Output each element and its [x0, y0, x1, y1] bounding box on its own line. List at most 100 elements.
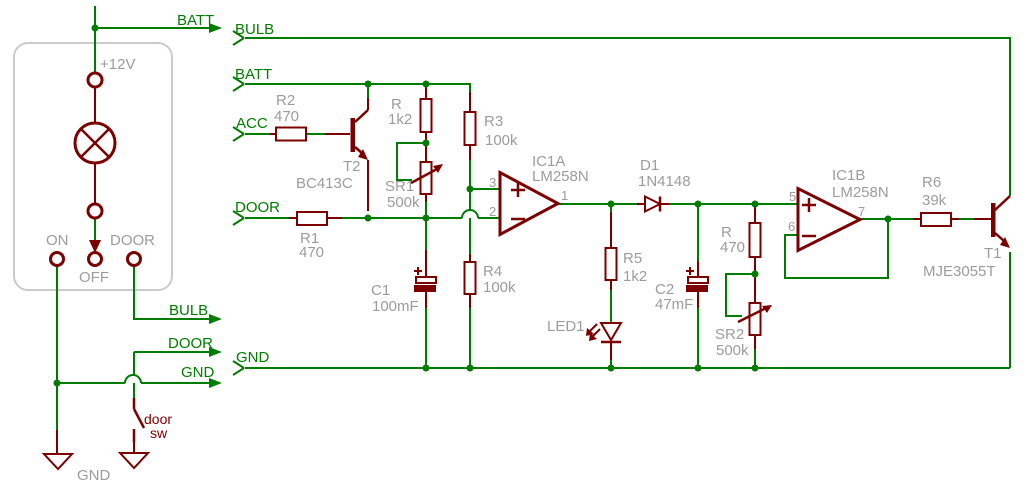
- ic1b-value: LM258N: [832, 184, 889, 201]
- net-label-gnd-in: GND: [236, 349, 270, 366]
- resistor-r2: [275, 126, 307, 142]
- capacitor-c2: [686, 267, 709, 292]
- capacitor-c1: [414, 267, 437, 292]
- transistor-t1: [991, 195, 1011, 248]
- opamp-ic1b: [796, 186, 864, 253]
- resistor-r5: [604, 247, 618, 281]
- arrow-bulb-out: [209, 314, 222, 324]
- label-door-sw-1: door: [144, 411, 172, 427]
- label-door-pos: DOOR: [110, 232, 155, 249]
- arrow-gnd-out: [209, 378, 222, 388]
- ic1b-pin-out: 7: [858, 204, 865, 219]
- arrow-door-out: [209, 347, 222, 357]
- net-label-batt-in: BATT: [235, 66, 272, 83]
- sr1-name: SR1: [385, 178, 414, 195]
- r5-value: 1k2: [623, 268, 647, 285]
- resistor-r6: [920, 212, 952, 227]
- resistor-r-1k2: [419, 98, 433, 133]
- c1-value: 100mF: [372, 298, 419, 315]
- label-off: OFF: [79, 269, 109, 286]
- component-leads: [56, 86, 991, 454]
- input-flag-door: [232, 210, 245, 226]
- c2-plus-sign: [686, 267, 694, 275]
- resistor-r4: [463, 261, 477, 295]
- ic1b-pin-minus: 6: [788, 219, 795, 234]
- d1-name: D1: [640, 157, 659, 174]
- c1-name: C1: [371, 282, 390, 299]
- r2-name: R2: [276, 92, 295, 109]
- door-switch: [132, 398, 146, 442]
- r3-name: R3: [484, 113, 503, 130]
- t1-value: MJE3055T: [923, 263, 996, 280]
- sr1-value: 500k: [387, 194, 420, 211]
- terminal-on: [49, 251, 65, 267]
- terminal-off: [87, 251, 103, 267]
- potentiometer-sr2: [737, 302, 772, 336]
- resistor-r1: [296, 211, 328, 226]
- switch-common-terminal: [86, 202, 104, 220]
- input-flag-batt: [232, 76, 245, 92]
- led1-name: LED1: [547, 318, 585, 335]
- ic1a-value: LM258N: [532, 168, 589, 185]
- input-flag-bulb: [232, 30, 245, 46]
- wires: [56, 6, 1011, 430]
- ic1a-plus-sign: [511, 183, 525, 197]
- label-on: ON: [46, 232, 69, 249]
- label-gnd-bottom: GND: [77, 467, 111, 484]
- c2-value: 47mF: [655, 296, 693, 313]
- r1-value: 470: [299, 244, 324, 261]
- input-flag-acc: [232, 126, 245, 142]
- net-labels: BATT BULB BATT ACC DOOR GND BULB DOOR GN…: [168, 12, 280, 381]
- ic1a-pin-minus: 2: [489, 204, 496, 219]
- terminal-door: [126, 251, 142, 267]
- potentiometer-sr1: [410, 161, 443, 195]
- car-lamp-unit: [13, 42, 173, 291]
- c2-name: C2: [655, 281, 674, 298]
- sr2-name: SR2: [715, 326, 744, 343]
- arrow-batt-top: [209, 23, 222, 33]
- terminal-12v: [86, 71, 104, 89]
- r3-value: 100k: [485, 132, 518, 149]
- lamp-cross: [80, 128, 110, 158]
- input-flag-gnd: [232, 360, 245, 376]
- gnd-symbol-doorsw: [117, 452, 151, 470]
- net-label-batt-top: BATT: [177, 12, 214, 29]
- net-label-bulb-out: BULB: [169, 302, 208, 319]
- net-label-door-in: DOOR: [235, 199, 280, 216]
- r4-value: 100k: [483, 279, 516, 296]
- c1-plus-sign: [414, 267, 422, 275]
- rb-name: R: [391, 96, 402, 113]
- ic1b-name: IC1B: [832, 167, 865, 184]
- net-label-door-out: DOOR: [168, 335, 213, 352]
- ic1a-pin-out: 1: [561, 188, 568, 203]
- t1-name: T1: [984, 245, 1002, 262]
- lamp-unit-frame: [13, 42, 173, 291]
- gnd-symbol-left: [41, 453, 75, 471]
- transistor-t2: [350, 109, 369, 160]
- r6-name: R6: [922, 174, 941, 191]
- r4-name: R4: [483, 263, 502, 280]
- net-label-acc-in: ACC: [236, 115, 268, 132]
- junction-dots: [53, 24, 892, 387]
- resistor-r-470: [748, 222, 762, 258]
- r6-value: 39k: [922, 192, 947, 209]
- diode-d1: [644, 194, 663, 214]
- sr2-value: 500k: [716, 342, 749, 359]
- t2-value: BC413C: [296, 175, 353, 192]
- net-label-bulb-in: BULB: [235, 21, 274, 38]
- lamp-unit-labels: +12V ON DOOR OFF GND door sw: [46, 56, 172, 484]
- label-door-sw-2: sw: [150, 425, 168, 441]
- ic1a-name: IC1A: [532, 153, 565, 170]
- ic1b-plus-sign: [802, 198, 816, 212]
- r5-name: R5: [623, 250, 642, 267]
- rb-value: 1k2: [388, 111, 412, 128]
- ic1a-pin-plus: 3: [489, 175, 496, 190]
- r2-value: 470: [274, 108, 299, 125]
- led-led1: [586, 322, 623, 344]
- component-labels: R2 470 T2 BC413C R 1k2 SR1 500k R1 470 C…: [274, 92, 1002, 359]
- d1-value: 1N4148: [638, 173, 691, 190]
- resistor-r3: [463, 111, 477, 146]
- net-label-gnd-out: GND: [181, 364, 215, 381]
